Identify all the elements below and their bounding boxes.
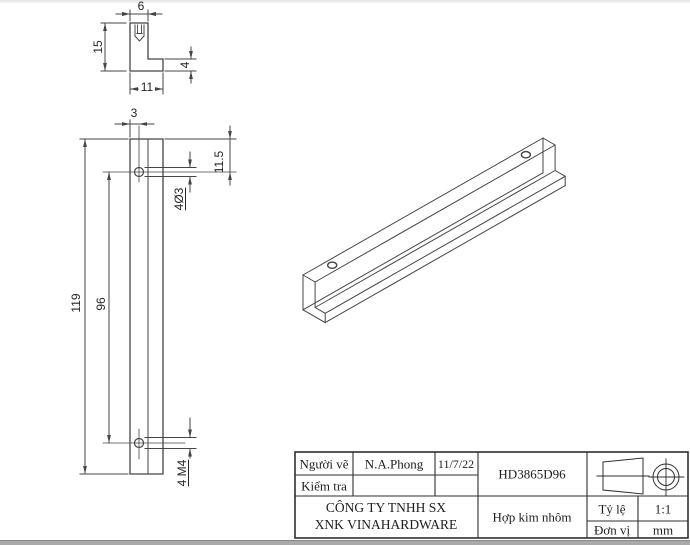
company-line2: XNK VINAHARDWARE	[314, 517, 458, 532]
iso-near-hole	[327, 261, 338, 270]
front-view	[79, 119, 237, 475]
checked-label: Kiểm tra	[301, 478, 347, 494]
scale-value: 1:1	[654, 501, 672, 517]
m4-hole-section	[134, 24, 145, 42]
page-top-edge	[0, 0, 690, 3]
dim-height: 15	[91, 40, 105, 54]
drawn-by-value: N.A.Phong	[364, 456, 424, 472]
iso-far-hole	[520, 150, 532, 159]
material: Hợp kim nhôm	[492, 509, 572, 525]
scale-label: Tỷ lệ	[598, 501, 626, 517]
dim-hole-spec-bottom: 4 M4	[175, 459, 189, 487]
company-line1: CÔNG TY TNHH SX	[325, 500, 447, 515]
title-block-grid	[294, 451, 689, 539]
unit-label: Đơn vị	[593, 522, 631, 538]
dim-length-total: 119	[69, 293, 83, 313]
isometric-view	[302, 137, 566, 324]
page-bottom-edge	[0, 540, 690, 545]
dim-hole-spec-top: 4Ø3	[172, 187, 186, 211]
dim-hole-offset-x: 3	[130, 106, 138, 120]
dim-hole-offset-top: 11.5	[212, 150, 226, 174]
company-name: CÔNG TY TNHH SX XNK VINAHARDWARE	[315, 499, 458, 533]
drawn-by-label: Người vẽ	[299, 456, 349, 472]
drawn-date: 11/7/22	[437, 457, 475, 471]
projection-symbol-icon	[596, 457, 685, 496]
section-view	[100, 9, 197, 95]
dim-top-width: 6	[137, 0, 145, 13]
dim-flange-thickness: 4	[178, 61, 192, 69]
dim-hole-spacing: 96	[94, 297, 108, 311]
part-number: HD3865D96	[498, 466, 566, 482]
unit-value: mm	[652, 522, 674, 538]
dim-bottom-width: 11	[138, 80, 156, 94]
